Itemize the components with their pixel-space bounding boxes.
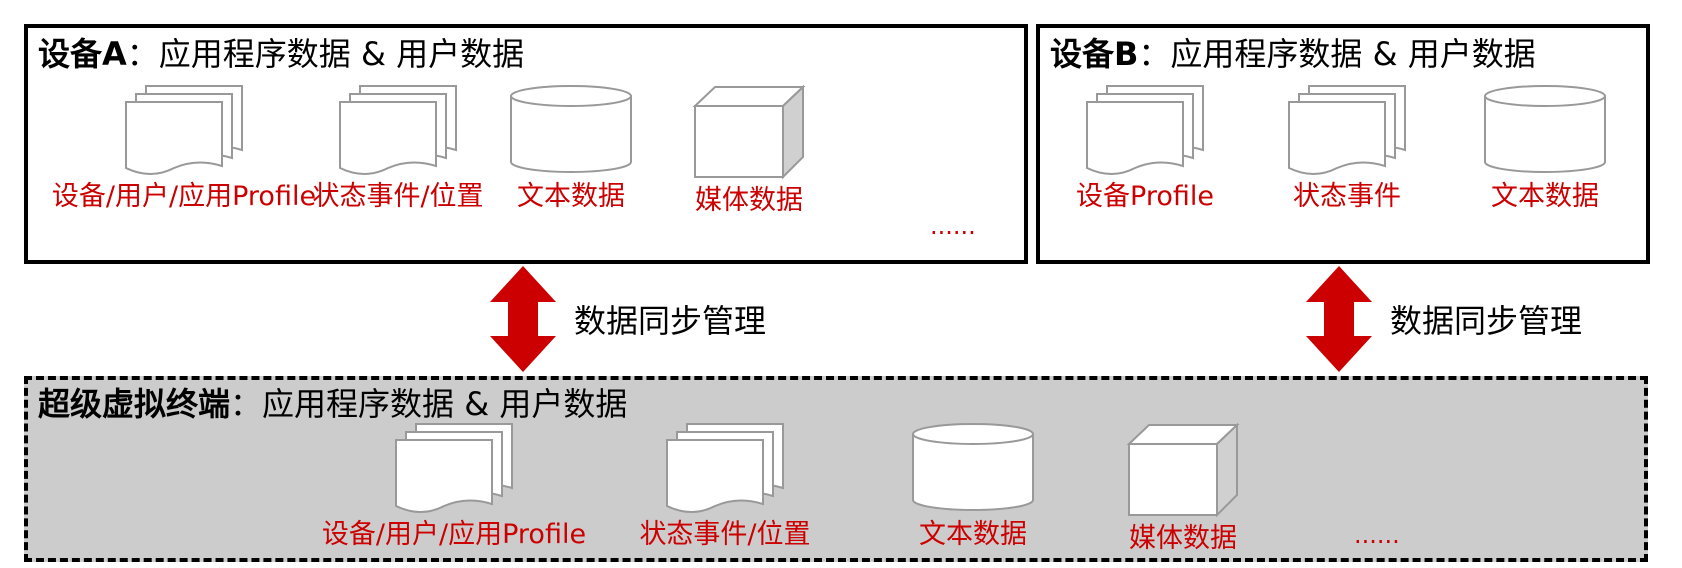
stacked-documents-icon bbox=[391, 422, 517, 514]
sync-right: 数据同步管理 bbox=[1306, 266, 1582, 376]
cube-icon bbox=[692, 84, 806, 180]
super-terminal-panel: 超级虚拟终端：应用程序数据 & 用户数据 设备/用户/应用Profile 状态事… bbox=[24, 376, 1648, 562]
sync-label-right: 数据同步管理 bbox=[1390, 302, 1583, 340]
stacked-documents-icon bbox=[121, 84, 247, 176]
database-cylinder-icon bbox=[1482, 84, 1608, 176]
super-terminal-item-text: 文本数据 bbox=[898, 422, 1048, 552]
device-a-label-status: 状态事件/位置 bbox=[312, 181, 484, 212]
device-b-label-profile: 设备Profile bbox=[1076, 181, 1214, 212]
device-a-item-status: 状态事件/位置 bbox=[312, 84, 484, 214]
super-terminal-label-text: 文本数据 bbox=[919, 519, 1027, 550]
super-terminal-item-profile: 设备/用户/应用Profile bbox=[318, 422, 590, 552]
stacked-documents-icon bbox=[1284, 84, 1410, 176]
super-terminal-item-status: 状态事件/位置 bbox=[630, 422, 820, 552]
device-a-title: 设备A：应用程序数据 & 用户数据 bbox=[38, 35, 525, 73]
device-a-label-text: 文本数据 bbox=[517, 181, 625, 212]
device-b-label-status: 状态事件 bbox=[1293, 181, 1401, 212]
double-arrow-icon bbox=[490, 266, 556, 376]
device-a-panel: 设备A：应用程序数据 & 用户数据 设备/用户/应用Profile 状态事件/位… bbox=[24, 24, 1028, 264]
super-terminal-label-status: 状态事件/位置 bbox=[639, 519, 811, 550]
stacked-documents-icon bbox=[662, 422, 788, 514]
sync-left: 数据同步管理 bbox=[490, 266, 766, 376]
device-a-item-text: 文本数据 bbox=[506, 84, 636, 214]
device-a-item-media: 媒体数据 bbox=[684, 84, 814, 218]
database-cylinder-icon bbox=[508, 84, 634, 176]
device-b-item-text: 文本数据 bbox=[1470, 84, 1620, 214]
device-b-label-text: 文本数据 bbox=[1491, 181, 1599, 212]
database-cylinder-icon bbox=[910, 422, 1036, 514]
cube-icon bbox=[1126, 422, 1240, 518]
super-terminal-label-media: 媒体数据 bbox=[1129, 523, 1237, 554]
device-b-item-profile: 设备Profile bbox=[1070, 84, 1220, 214]
device-a-ellipsis: ...... bbox=[930, 212, 976, 240]
device-b-title: 设备B：应用程序数据 & 用户数据 bbox=[1050, 35, 1536, 73]
device-b-panel: 设备B：应用程序数据 & 用户数据 设备Profile 状态事件 bbox=[1036, 24, 1650, 264]
super-terminal-item-media: 媒体数据 bbox=[1108, 422, 1258, 556]
stacked-documents-icon bbox=[335, 84, 461, 176]
device-a-label-media: 媒体数据 bbox=[695, 185, 803, 216]
sync-label-left: 数据同步管理 bbox=[574, 302, 767, 340]
super-terminal-ellipsis: ...... bbox=[1354, 521, 1400, 549]
stacked-documents-icon bbox=[1082, 84, 1208, 176]
super-terminal-title: 超级虚拟终端：应用程序数据 & 用户数据 bbox=[38, 385, 628, 423]
device-a-label-profile: 设备/用户/应用Profile bbox=[51, 181, 317, 212]
super-terminal-label-profile: 设备/用户/应用Profile bbox=[321, 519, 587, 550]
double-arrow-icon bbox=[1306, 266, 1372, 376]
device-b-item-status: 状态事件 bbox=[1272, 84, 1422, 214]
device-a-item-profile: 设备/用户/应用Profile bbox=[52, 84, 316, 214]
